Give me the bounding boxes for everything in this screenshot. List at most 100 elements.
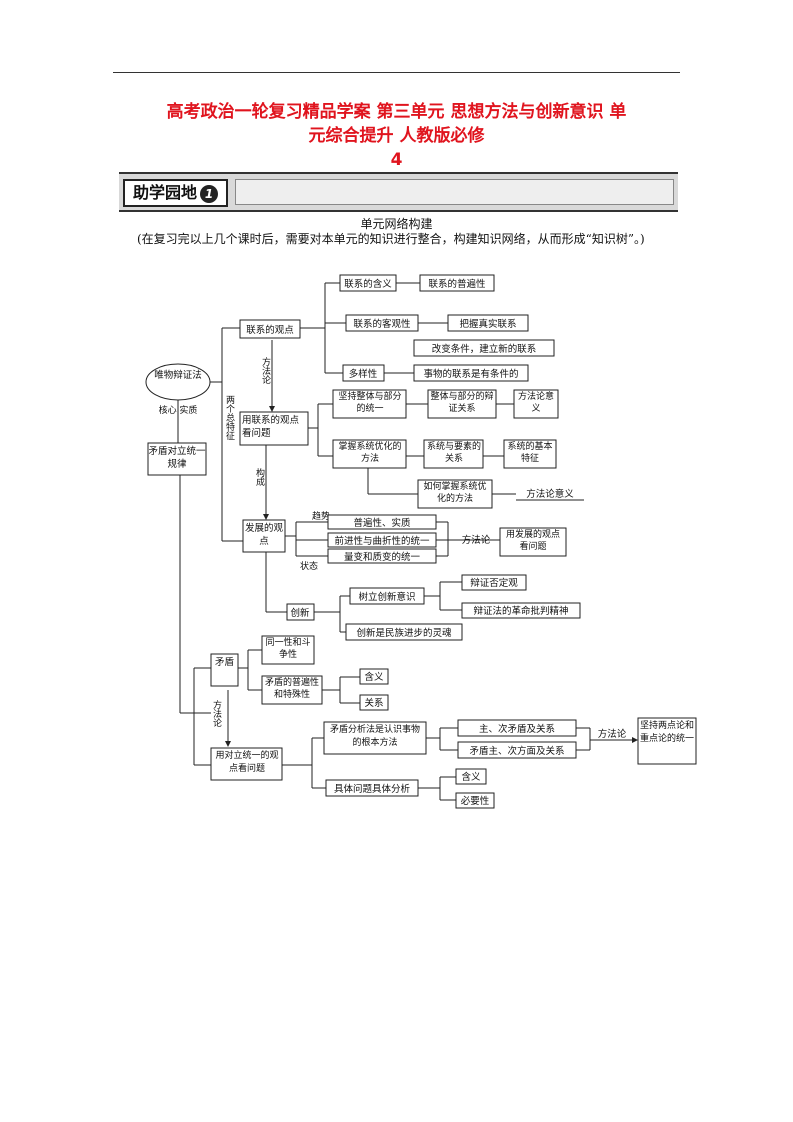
root-label: 核心 实质: [159, 404, 198, 416]
node-innovation-text: 创新: [290, 607, 310, 619]
node-negation-text: 辩证否定观: [470, 577, 518, 589]
node-root: [145, 363, 211, 401]
page-title-line2: 元综合提升 人教版必修: [308, 126, 485, 146]
node-innovation: [286, 603, 315, 621]
node-concrete-text: 具体问题具体分析: [334, 783, 411, 795]
node-c-meaning1-text: 含义: [364, 671, 384, 683]
node-two-points-text: 坚持两点论和重点论的统一: [640, 721, 694, 744]
node-c-meaning1: [359, 668, 389, 685]
section-intro: (在复习完以上几个课时后，需要对本单元的知识进行整合，构建知识网络，从而形成“知…: [137, 232, 645, 246]
node-soul-text: 创新是民族进步的灵魂: [356, 627, 452, 639]
banner-text: 助学园地: [133, 183, 198, 202]
node-system-elem-text: 系统与要素的关系: [426, 442, 481, 464]
node-system-opt: [332, 439, 407, 469]
node-conn-diversity: [342, 364, 385, 382]
node-development-view: [242, 519, 286, 553]
node-dev-forward: [327, 532, 437, 548]
banner-number: 1: [200, 184, 219, 203]
node-c-main-sec-text: 主、次矛盾及关系: [479, 723, 555, 735]
node-dev-universal-text: 普遍性、实质: [353, 517, 411, 529]
node-c-analysis-text: 矛盾分析法是认识事物的根本方法: [329, 725, 420, 748]
page-title-line1: 高考政治一轮复习精品学案 第三单元 思想方法与创新意识 单: [166, 102, 627, 122]
node-conn-universal-text: 联系的普遍性: [428, 278, 486, 290]
label-two-features: 两个总特征: [224, 395, 234, 440]
node-negation: [461, 574, 527, 591]
node-contradiction: [210, 653, 239, 687]
node-c-meaning2-text: 含义: [461, 771, 481, 783]
node-c-relation: [359, 694, 389, 711]
node-whole-part-text: 坚持整体与部分的统一: [338, 392, 402, 414]
node-system-basic-text: 系统的基本特征: [507, 442, 553, 464]
node-conn-meaning-text: 联系的含义: [344, 278, 392, 290]
node-dev-use-text: 用发展的观点看问题: [505, 530, 560, 552]
label-dev-method: 方法论: [462, 534, 491, 546]
node-system-opt-text: 掌握系统优化的方法: [338, 442, 402, 464]
node-whole-part-rel-text: 整体与部分的辩证关系: [430, 392, 494, 414]
section-subtitle: 单元网络构建: [360, 217, 433, 231]
node-connection-view: [239, 319, 301, 339]
banner-bar: [235, 179, 674, 205]
node-dev-forward-text: 前进性与曲折性的统一: [334, 535, 430, 547]
node-innov-spirit-text: 树立创新意识: [358, 591, 415, 603]
node-core-text: 矛盾对立统一规律: [148, 446, 206, 470]
node-conn-use-text: 用联系的观点看问题: [242, 415, 300, 439]
node-necessity-text: 必要性: [461, 795, 490, 807]
node-c-analysis: [323, 721, 427, 755]
node-c-meaning2: [455, 768, 487, 785]
node-conn-meaning: [339, 274, 397, 292]
node-necessity: [455, 792, 495, 809]
node-conn-diversity-text: 多样性: [349, 368, 378, 380]
node-two-points: [637, 717, 697, 765]
node-root-text: 唯物辩证法: [154, 369, 202, 381]
node-how-meaning-text: 方法论意义: [526, 488, 574, 500]
node-critical-text: 辩证法的革命批判精神: [473, 605, 568, 617]
node-c-main-aspect: [457, 741, 577, 759]
node-c-main-aspect-text: 矛盾主、次方面及关系: [469, 745, 564, 757]
label-state: 状态: [300, 560, 318, 572]
node-innov-spirit: [349, 587, 425, 605]
node-connection-view-text: 联系的观点: [246, 324, 294, 336]
label-trend: 趋势: [312, 510, 330, 522]
node-conn-conditional: [413, 364, 529, 382]
node-conn-grasp-text: 把握真实联系: [459, 318, 516, 330]
label-method2: 方法论: [211, 700, 221, 727]
connector-lines: [177, 282, 638, 801]
node-development-view-text: 发展的观点: [245, 523, 283, 547]
node-universality: [261, 675, 323, 705]
node-conn-universal: [419, 274, 495, 292]
node-identity-text: 同一性和斗争性: [265, 638, 311, 660]
node-dev-quantity: [327, 548, 437, 564]
node-universality-text: 矛盾的普遍性和特殊性: [264, 678, 319, 700]
node-dev-quantity-text: 量变和质变的统一: [344, 551, 421, 563]
node-critical: [461, 602, 581, 619]
node-dev-use: [499, 527, 567, 557]
node-whole-part-rel: [427, 389, 497, 419]
node-identity: [261, 635, 315, 665]
label-c-method: 方法论: [598, 728, 627, 740]
node-c-use: [210, 747, 283, 781]
node-conn-objective-text: 联系的客观性: [353, 318, 411, 330]
node-method-meaning: [513, 389, 559, 419]
node-contradiction-text: 矛盾: [214, 657, 234, 668]
node-c-main-sec: [457, 719, 577, 737]
node-method-meaning-text: 方法论意义: [517, 392, 554, 414]
node-whole-part: [332, 389, 407, 419]
node-conn-objective: [345, 314, 419, 332]
node-conn-change-text: 改变条件，建立新的联系: [432, 343, 537, 355]
node-core: [147, 442, 207, 476]
node-how-system: [417, 479, 493, 509]
node-soul: [345, 623, 463, 641]
node-conn-use: [239, 411, 309, 446]
node-c-relation-text: 关系: [364, 697, 383, 709]
node-conn-conditional-text: 事物的联系是有条件的: [423, 368, 518, 380]
node-dev-universal: [327, 514, 437, 530]
label-compose: 构成: [254, 468, 264, 486]
page-title-line3: 4: [390, 150, 403, 170]
node-how-system-text: 如何掌握系统优化的方法: [423, 482, 487, 504]
top-rule: [113, 72, 680, 73]
node-system-elem: [423, 439, 484, 469]
node-system-basic: [503, 439, 557, 469]
